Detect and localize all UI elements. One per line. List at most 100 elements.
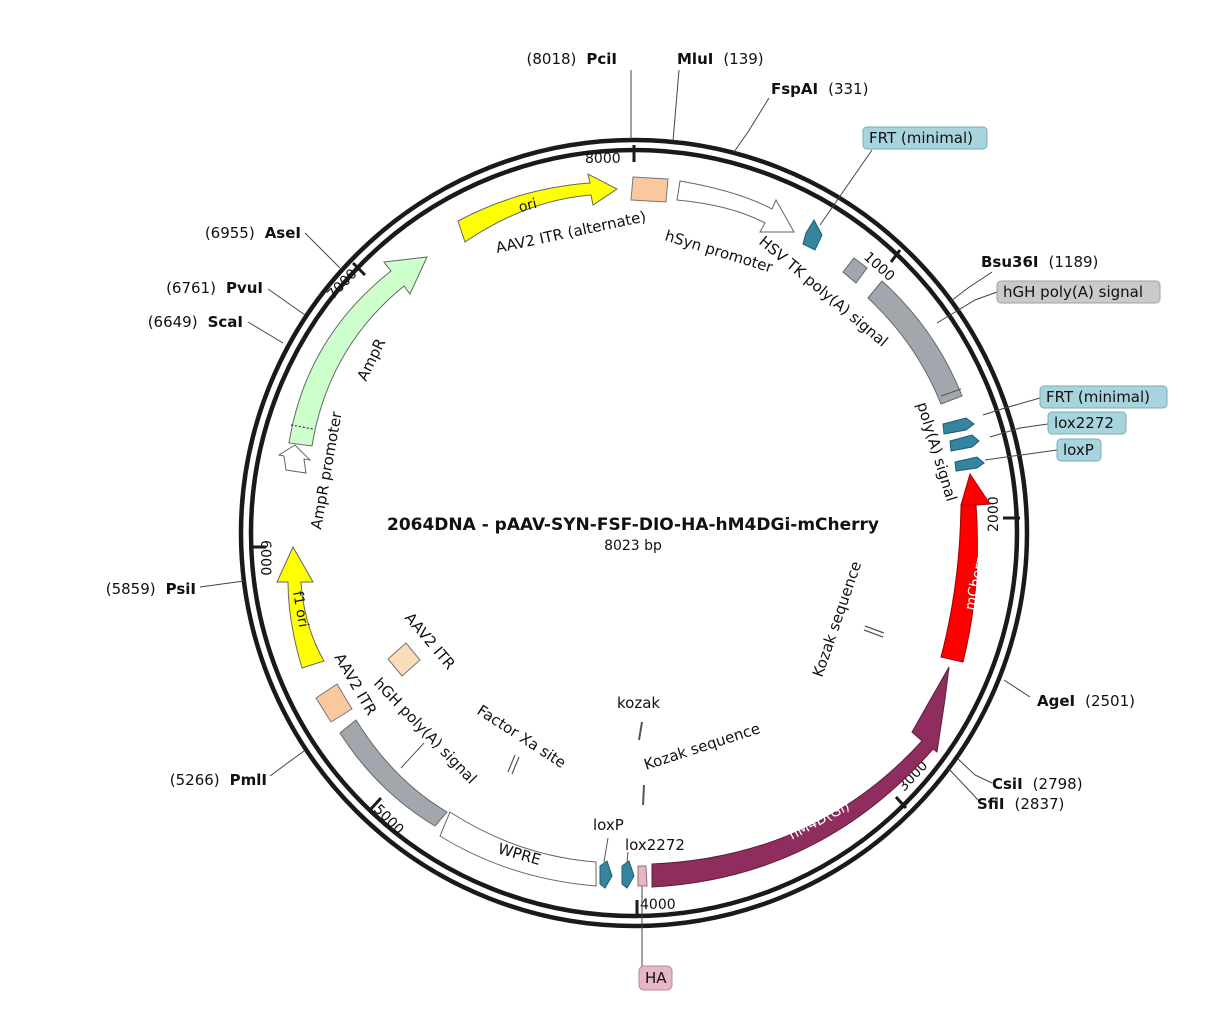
leader-sfii bbox=[947, 767, 980, 802]
leader-asei bbox=[304, 232, 341, 269]
site-pcii-pos: (8018) bbox=[527, 50, 577, 68]
tick-marks bbox=[250, 145, 1020, 916]
ampr-promoter-arrow bbox=[277, 444, 312, 474]
hgh-polya-right-arc bbox=[867, 280, 963, 405]
callout-frt-top: FRT (minimal) bbox=[862, 126, 988, 150]
site-pmli: (5266)PmlI bbox=[170, 771, 267, 789]
callout-frt-right-box bbox=[1039, 385, 1168, 409]
leader-pvui bbox=[267, 288, 306, 316]
ampr-label: AmpR bbox=[353, 336, 389, 384]
tick-7000 bbox=[351, 261, 367, 277]
leader-hgh-right bbox=[936, 291, 998, 324]
site-asei: (6955) AseI bbox=[205, 224, 301, 242]
loxp-bottom-leader bbox=[603, 837, 609, 863]
hsyn-promoter-label: hSyn promoter bbox=[663, 227, 776, 277]
ampr-arrow bbox=[288, 256, 428, 447]
kozak-seq-right-mark bbox=[864, 625, 885, 634]
factor-xa-mark-2 bbox=[511, 756, 520, 775]
hsv-tk-polya-box bbox=[842, 257, 868, 284]
itr-inner-box bbox=[387, 642, 421, 677]
site-bsu36i: Bsu36I(1189) bbox=[981, 253, 1098, 271]
ha-box bbox=[637, 865, 648, 887]
leader-pmli bbox=[269, 750, 305, 777]
leader-frt-right bbox=[982, 397, 1041, 416]
leader-loxp-right bbox=[984, 449, 1058, 461]
polya-signal-label: poly(A) signal bbox=[913, 400, 960, 504]
site-scai-pos: (6649) bbox=[148, 313, 198, 331]
site-mlui: MluI (139) bbox=[677, 50, 764, 68]
f1-ori-arrow bbox=[276, 545, 325, 669]
callout-frt-top-label: FRT (minimal) bbox=[869, 129, 973, 147]
callout-hgh-right-box bbox=[996, 280, 1161, 304]
site-psii-name: PsiI bbox=[166, 580, 196, 598]
leader-scai bbox=[247, 321, 284, 344]
wpre-arc bbox=[439, 811, 597, 887]
tick-label-2000: 2000 bbox=[986, 496, 1002, 532]
loxp-right-box bbox=[954, 456, 985, 472]
site-fspai-pos: (331) bbox=[828, 80, 868, 98]
hgh-polya-left-leader bbox=[400, 742, 425, 769]
kozak-seq-mark bbox=[642, 784, 645, 806]
callout-ha-box bbox=[638, 965, 673, 991]
callout-frt-right: FRT (minimal) bbox=[1039, 385, 1168, 409]
plasmid-length: 8023 bp bbox=[604, 538, 662, 554]
itr-alternate-label: AAV2 ITR (alternate) bbox=[494, 207, 648, 256]
hgh-polya-right-divider bbox=[940, 388, 962, 397]
leader-csii bbox=[957, 758, 993, 784]
loxp-bottom-box bbox=[599, 860, 613, 889]
tick-label-4000: 4000 bbox=[640, 897, 676, 913]
itr-outer-box bbox=[315, 683, 353, 723]
backbone-outer-ring bbox=[238, 137, 1030, 929]
site-mlui-name: MluI bbox=[677, 50, 713, 68]
tick-5000 bbox=[368, 796, 383, 812]
site-scai: (6649) ScaI bbox=[148, 313, 243, 331]
site-agei-name: AgeI bbox=[1037, 692, 1075, 710]
site-fspai-name: FspAI bbox=[771, 80, 818, 98]
kozak-mark bbox=[638, 721, 643, 741]
kozak-seq-right-label: Kozak sequence bbox=[809, 559, 865, 679]
leader-bsu36i bbox=[950, 271, 993, 302]
site-agei: AgeI(2501) bbox=[1037, 692, 1135, 710]
site-scai-name: ScaI bbox=[208, 313, 243, 331]
site-pvui-pos: (6761) bbox=[166, 279, 216, 297]
f1-ori-label: f1 ori bbox=[289, 590, 311, 629]
site-pmli-name: PmlI bbox=[230, 771, 267, 789]
lox2272-bottom-box bbox=[621, 860, 635, 889]
loxp-bottom-label: loxP bbox=[593, 816, 624, 834]
callout-loxp-label: loxP bbox=[1063, 441, 1094, 459]
callout-hgh-right-label: hGH poly(A) signal bbox=[1003, 283, 1143, 301]
itr-alternate-box bbox=[630, 176, 669, 203]
lox2272-bottom-leader bbox=[626, 851, 629, 863]
callout-frt-top-box bbox=[862, 126, 988, 150]
kozak-label: kozak bbox=[617, 694, 660, 712]
mcherry-arrow bbox=[940, 472, 991, 663]
tick-1000 bbox=[889, 249, 902, 263]
callout-lox2272: lox2272 bbox=[1047, 411, 1127, 435]
kozak-seq-label: Kozak sequence bbox=[642, 719, 763, 774]
callout-lox2272-box bbox=[1047, 411, 1127, 435]
site-asei-name: AseI bbox=[265, 224, 301, 242]
site-csii: CsiI (2798) bbox=[992, 775, 1083, 793]
callout-hgh-right: hGH poly(A) signal bbox=[996, 280, 1161, 304]
site-csii-pos: (2798) bbox=[1033, 775, 1083, 793]
lox2272-bottom-label: lox2272 bbox=[625, 836, 685, 854]
site-csii-name: CsiI bbox=[992, 775, 1023, 793]
site-asei-pos: (6955) bbox=[205, 224, 255, 242]
leader-agei bbox=[1003, 679, 1031, 698]
site-leaders bbox=[199, 69, 1031, 802]
site-sfii: SfiI(2837) bbox=[977, 795, 1064, 813]
leader-psii bbox=[199, 580, 245, 588]
site-mlui-pos: (139) bbox=[723, 50, 763, 68]
hsyn-promoter-arrow bbox=[676, 180, 795, 233]
tick-label-8000: 8000 bbox=[585, 151, 621, 167]
site-psii: (5859) PsiI bbox=[106, 580, 196, 598]
kozak-seq-right-mark-2 bbox=[863, 629, 884, 638]
site-sfii-name: SfiI bbox=[977, 795, 1005, 813]
ori-label: ori bbox=[517, 196, 539, 216]
callout-leaders bbox=[641, 149, 1058, 966]
callout-lox2272-label: lox2272 bbox=[1054, 414, 1114, 432]
site-psii-pos: (5859) bbox=[106, 580, 156, 598]
hm4d-gi-arrow bbox=[651, 666, 950, 888]
site-pcii: (8018)PciI bbox=[527, 50, 618, 68]
